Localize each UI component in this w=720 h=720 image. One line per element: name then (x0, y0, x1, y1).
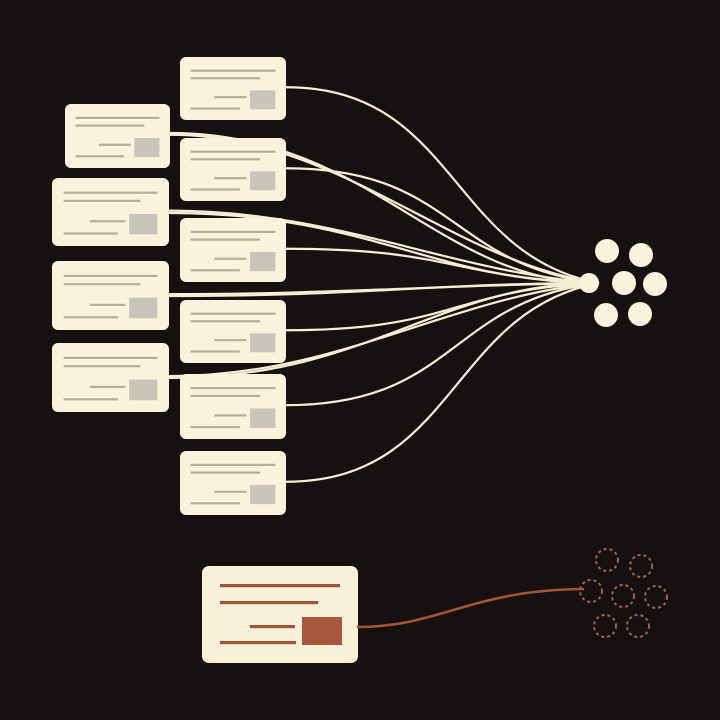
card-text-line (220, 641, 296, 645)
document-card (180, 57, 286, 120)
card-text-line (190, 107, 240, 110)
card-text-line (190, 463, 276, 466)
card-text-line (63, 398, 118, 401)
card-text-line (214, 414, 247, 417)
card-text-line (214, 490, 247, 493)
card-text-line (190, 150, 276, 153)
connector-lines (167, 86, 600, 483)
document-card (52, 343, 169, 412)
document-card (52, 178, 169, 246)
connector-line (356, 587, 585, 629)
card-text-line (250, 625, 295, 629)
connector-line (284, 281, 600, 407)
connector-line (167, 281, 600, 380)
connector-line (167, 211, 600, 285)
card-text-line (214, 339, 247, 342)
document-card (180, 451, 286, 515)
card-text-line (220, 584, 340, 588)
card-text-line (63, 191, 158, 194)
card-thumbnail (129, 379, 158, 401)
document-card (180, 138, 286, 201)
card-text-line (89, 303, 126, 306)
card-text-line (190, 69, 276, 72)
card-thumbnail (134, 137, 160, 158)
card-text-line (99, 143, 131, 146)
document-card (180, 374, 286, 439)
node (628, 302, 652, 326)
dashed-node (595, 548, 619, 572)
card-text-line (190, 320, 261, 323)
card-text-line (190, 158, 261, 161)
card-thumbnail (249, 251, 276, 272)
card-text-line (220, 601, 318, 605)
document-card (65, 104, 170, 168)
card-text-line (190, 426, 240, 429)
card-thumbnail (302, 617, 342, 645)
highlighted-pair (202, 548, 668, 663)
card-thumbnail (249, 333, 276, 353)
card-text-line (89, 385, 126, 388)
card-thumbnail (249, 90, 276, 110)
card-text-line (75, 116, 160, 119)
card-text-line (190, 238, 261, 241)
node (579, 273, 599, 293)
dashed-node (611, 584, 635, 608)
card-text-line (190, 387, 276, 390)
card-text-line (63, 283, 141, 286)
dashed-node (626, 614, 650, 638)
card-text-line (190, 350, 240, 353)
document-card (180, 218, 286, 282)
card-text-line (190, 77, 261, 80)
card-text-line (63, 356, 158, 359)
card-text-line (89, 220, 126, 223)
card-text-line (63, 232, 118, 235)
node-cluster (579, 239, 667, 327)
card-text-line (190, 502, 240, 505)
connector-line (284, 167, 600, 285)
card-thumbnail (129, 297, 158, 319)
connector-line (284, 86, 600, 285)
card-text-line (75, 155, 125, 158)
dashed-node (644, 585, 668, 609)
node (643, 272, 667, 296)
card-text-line (190, 230, 276, 233)
card-text-line (63, 199, 141, 202)
card-text-line (190, 312, 276, 315)
card-text-line (190, 188, 240, 191)
document-card (52, 261, 169, 330)
dashed-node (629, 554, 653, 578)
card-text-line (214, 96, 247, 99)
card-text-line (75, 124, 145, 127)
highlighted-document-card (202, 566, 358, 663)
card-text-line (63, 365, 141, 368)
card-text-line (63, 316, 118, 319)
document-cards (52, 57, 286, 515)
connector-line (284, 281, 600, 483)
card-text-line (190, 471, 261, 474)
card-text-line (63, 274, 158, 277)
card-text-line (190, 269, 240, 272)
card-thumbnail (249, 171, 276, 191)
dashed-node (593, 614, 617, 638)
dashed-node (579, 579, 603, 603)
card-thumbnail (249, 408, 276, 428)
connector-line (167, 281, 600, 298)
card-text-line (214, 257, 247, 260)
node (594, 303, 618, 327)
card-text-line (190, 394, 261, 397)
node (595, 239, 619, 263)
card-thumbnail (249, 484, 276, 505)
card-thumbnail (129, 214, 158, 235)
document-card (180, 300, 286, 363)
card-text-line (214, 177, 247, 180)
node (629, 243, 653, 267)
node (612, 271, 636, 295)
connector-line (167, 281, 600, 378)
